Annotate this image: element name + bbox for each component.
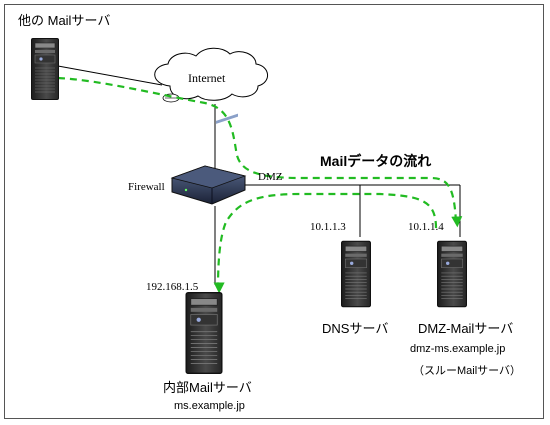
flow-internet-to-dmz-mail [57,76,463,228]
other-mail-server-label: 他の Mailサーバ [18,13,110,28]
server-icon [437,240,467,308]
dmz-mail-host-label: dmz-ms.example.jp [410,343,505,355]
flow-dmz-mail-to-internal [213,192,438,294]
diagram-frame [4,4,544,419]
dmz-mail-server-label: DMZ-Mailサーバ [418,321,513,336]
firewall-icon [170,113,247,205]
cloud-icon [154,47,268,101]
server-icon [31,38,59,100]
server-icon [341,240,371,308]
server-icon [185,292,223,374]
dmz-label: DMZ [258,171,283,183]
relay-mail-server-label: （スルーMailサーバ） [413,364,521,377]
internal-ip-label: 192.168.1.5 [146,281,199,293]
dns-ip-label: 10.1.1.3 [310,221,346,233]
mail-flow-lines [57,76,463,294]
dns-server-label: DNSサーバ [322,321,388,336]
network-links [57,65,461,285]
dmz-mail-ip-label: 10.1.1.4 [408,221,444,233]
link-other-server-internet [57,65,163,86]
internet-label: Internet [188,71,226,85]
firewall-label: Firewall [128,181,165,193]
internal-mail-server-label: 内部Mailサーバ [163,380,252,395]
internal-host-label: ms.example.jp [174,400,245,412]
mail-flow-label: Mailデータの流れ [320,153,431,169]
